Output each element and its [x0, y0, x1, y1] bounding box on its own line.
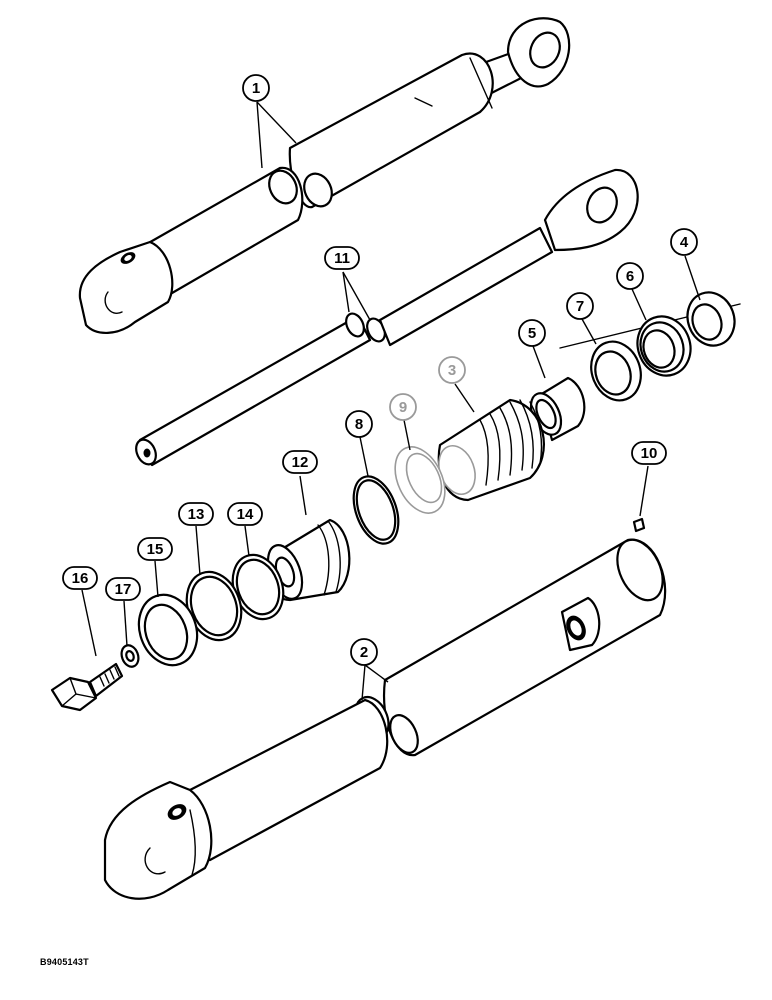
- washer-part-17: [120, 644, 140, 668]
- callout-10: 10: [631, 441, 667, 465]
- callout-17-label: 17: [115, 581, 132, 598]
- callout-15-label: 15: [147, 541, 164, 558]
- seal-ring-part-15: [137, 593, 199, 667]
- leader-lines: [81, 101, 701, 701]
- o-ring-part-8: [352, 475, 400, 545]
- callout-2-label: 2: [360, 644, 368, 661]
- cylinder-barrel-part-2: [103, 538, 667, 900]
- callout-12-label: 12: [292, 454, 309, 471]
- callout-7: 7: [566, 292, 594, 320]
- cylinder-assembly-part-1: [78, 17, 571, 334]
- callout-1: 1: [242, 74, 270, 102]
- wear-ring-part-14: [231, 553, 285, 621]
- callout-7-label: 7: [576, 298, 584, 315]
- callout-14-label: 14: [237, 506, 254, 523]
- callout-4-label: 4: [680, 234, 689, 251]
- callout-16-label: 16: [72, 570, 89, 587]
- figure-reference-code: B9405143T: [40, 957, 89, 967]
- callout-1-label: 1: [252, 80, 260, 97]
- callout-17: 17: [105, 577, 141, 601]
- rod-seal-part-6: [636, 315, 692, 377]
- callout-15: 15: [137, 537, 173, 561]
- callout-6: 6: [616, 262, 644, 290]
- callout-4: 4: [670, 228, 698, 256]
- cylinder-head-part-3: [437, 398, 545, 502]
- wiper-part-4: [686, 291, 736, 347]
- callout-12: 12: [282, 450, 318, 474]
- callout-11-label: 11: [334, 250, 350, 267]
- callout-14: 14: [227, 502, 263, 526]
- callout-5-label: 5: [528, 325, 536, 342]
- callout-8: 8: [345, 410, 373, 438]
- callout-9-label: 9: [399, 399, 407, 416]
- callout-13-label: 13: [188, 506, 205, 523]
- callout-5: 5: [518, 319, 546, 347]
- callout-2: 2: [350, 638, 378, 666]
- callout-9: 9: [389, 393, 417, 421]
- piston-seal-part-13: [185, 570, 243, 642]
- callout-3-label: 3: [448, 362, 456, 379]
- backup-ring-part-7: [590, 340, 642, 402]
- callout-10-label: 10: [641, 445, 658, 462]
- callout-16: 16: [62, 566, 98, 590]
- grease-fitting-part-10: [632, 517, 646, 533]
- callout-6-label: 6: [626, 268, 634, 285]
- piston-rod-part-11: [135, 168, 741, 467]
- o-ring-part-9: [394, 446, 446, 514]
- callout-8-label: 8: [355, 416, 363, 433]
- callout-11: 11: [324, 246, 360, 270]
- bolt-part-16: [50, 662, 124, 712]
- callout-13: 13: [178, 502, 214, 526]
- callout-3: 3: [438, 356, 466, 384]
